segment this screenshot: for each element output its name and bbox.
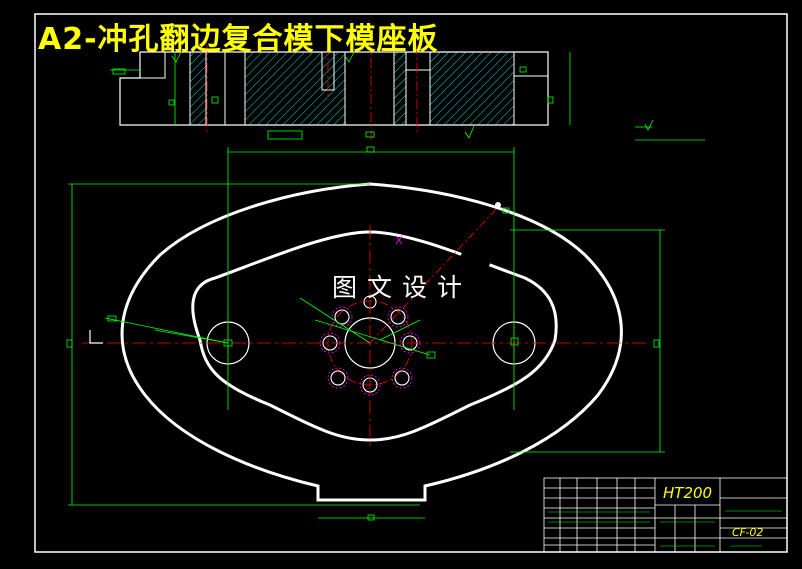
section-hatch-right <box>429 51 515 126</box>
dim-tag <box>365 131 375 138</box>
cavity-outline-inner <box>196 236 552 436</box>
roughness-symbol <box>171 51 182 63</box>
dim-tag <box>112 68 126 75</box>
roughness-symbol <box>344 51 355 63</box>
dim-tag <box>168 99 175 106</box>
leader-gap <box>460 242 494 270</box>
section-hatch-left <box>189 51 207 126</box>
cavity-outline <box>191 230 558 442</box>
plan-dimensions <box>68 147 665 519</box>
technical-notes <box>635 119 705 141</box>
section-right-step <box>513 52 548 77</box>
dim-tag <box>519 66 527 73</box>
balloon-marker <box>495 202 501 208</box>
plan-view <box>66 146 665 521</box>
section-hatch-center-left <box>244 51 346 126</box>
roughness-tag <box>267 130 303 140</box>
title-block-material: HT200 <box>663 484 713 502</box>
plate-outer-outline <box>120 182 623 502</box>
dim-tag <box>211 96 219 104</box>
plate-outer-outline-inner <box>127 188 617 496</box>
watermark-text: 图文设计 <box>332 273 473 302</box>
origin-marker <box>395 235 403 245</box>
title-block-drawing-code: CF-02 <box>732 526 764 539</box>
section-view <box>110 40 571 140</box>
drawing-frame <box>34 13 788 553</box>
section-left-step <box>119 52 166 125</box>
dim-tag <box>547 96 554 104</box>
view-mark <box>89 330 103 344</box>
roughness-symbol <box>464 125 475 139</box>
plan-dim-tags <box>66 146 660 521</box>
title-block <box>543 477 788 553</box>
title-block-small-text <box>548 510 782 547</box>
section-hatch-center-right <box>393 51 407 126</box>
drawing-title: A2-冲孔翻边复合模下模座板 <box>38 22 439 57</box>
